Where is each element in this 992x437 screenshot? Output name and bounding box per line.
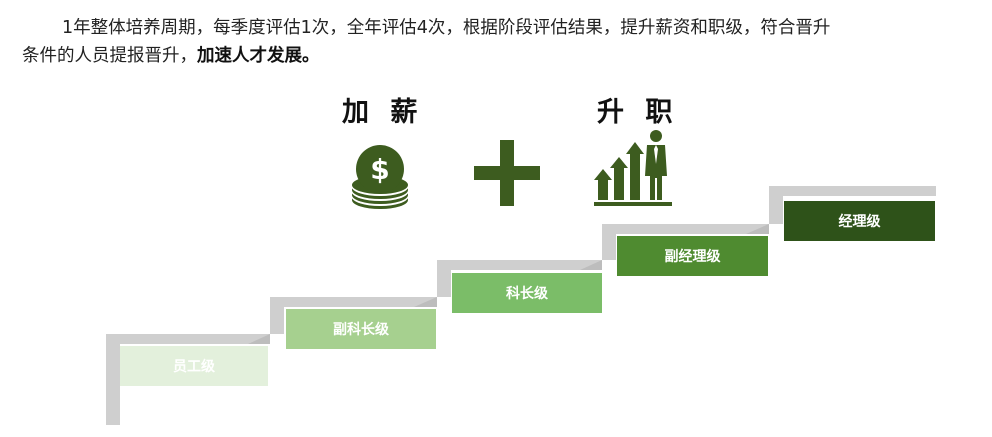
- level-step-4: 副经理级: [617, 236, 768, 276]
- plus-icon: [474, 140, 540, 206]
- level-label-4: 副经理级: [664, 249, 721, 265]
- level-label-5: 经理级: [838, 214, 881, 230]
- level-label-2: 副科长级: [333, 322, 389, 338]
- svg-text:$: $: [370, 153, 389, 186]
- level-step-3: 科长级: [452, 273, 602, 313]
- level-step-1: 员工级: [120, 346, 268, 386]
- level-label-1: 员工级: [173, 359, 215, 375]
- level-step-5: 经理级: [784, 201, 935, 241]
- raise-heading: 加 薪: [342, 97, 424, 128]
- growth-bars-businessman-icon: [594, 130, 672, 206]
- intro-emphasis: 加速人才发展。: [197, 46, 320, 66]
- dollar-coin-stack-icon: $: [352, 145, 408, 209]
- intro-line-2: 条件的人员提报晋升，: [22, 46, 197, 66]
- level-step-2: 副科长级: [286, 309, 436, 349]
- level-label-3: 科长级: [506, 286, 548, 302]
- intro-paragraph: 1年整体培养周期，每季度评估1次，全年评估4次，根据阶段评估结果，提升薪资和职级…: [22, 14, 972, 70]
- intro-line-1: 1年整体培养周期，每季度评估1次，全年评估4次，根据阶段评估结果，提升薪资和职级…: [62, 18, 831, 38]
- promote-heading: 升 职: [597, 97, 679, 128]
